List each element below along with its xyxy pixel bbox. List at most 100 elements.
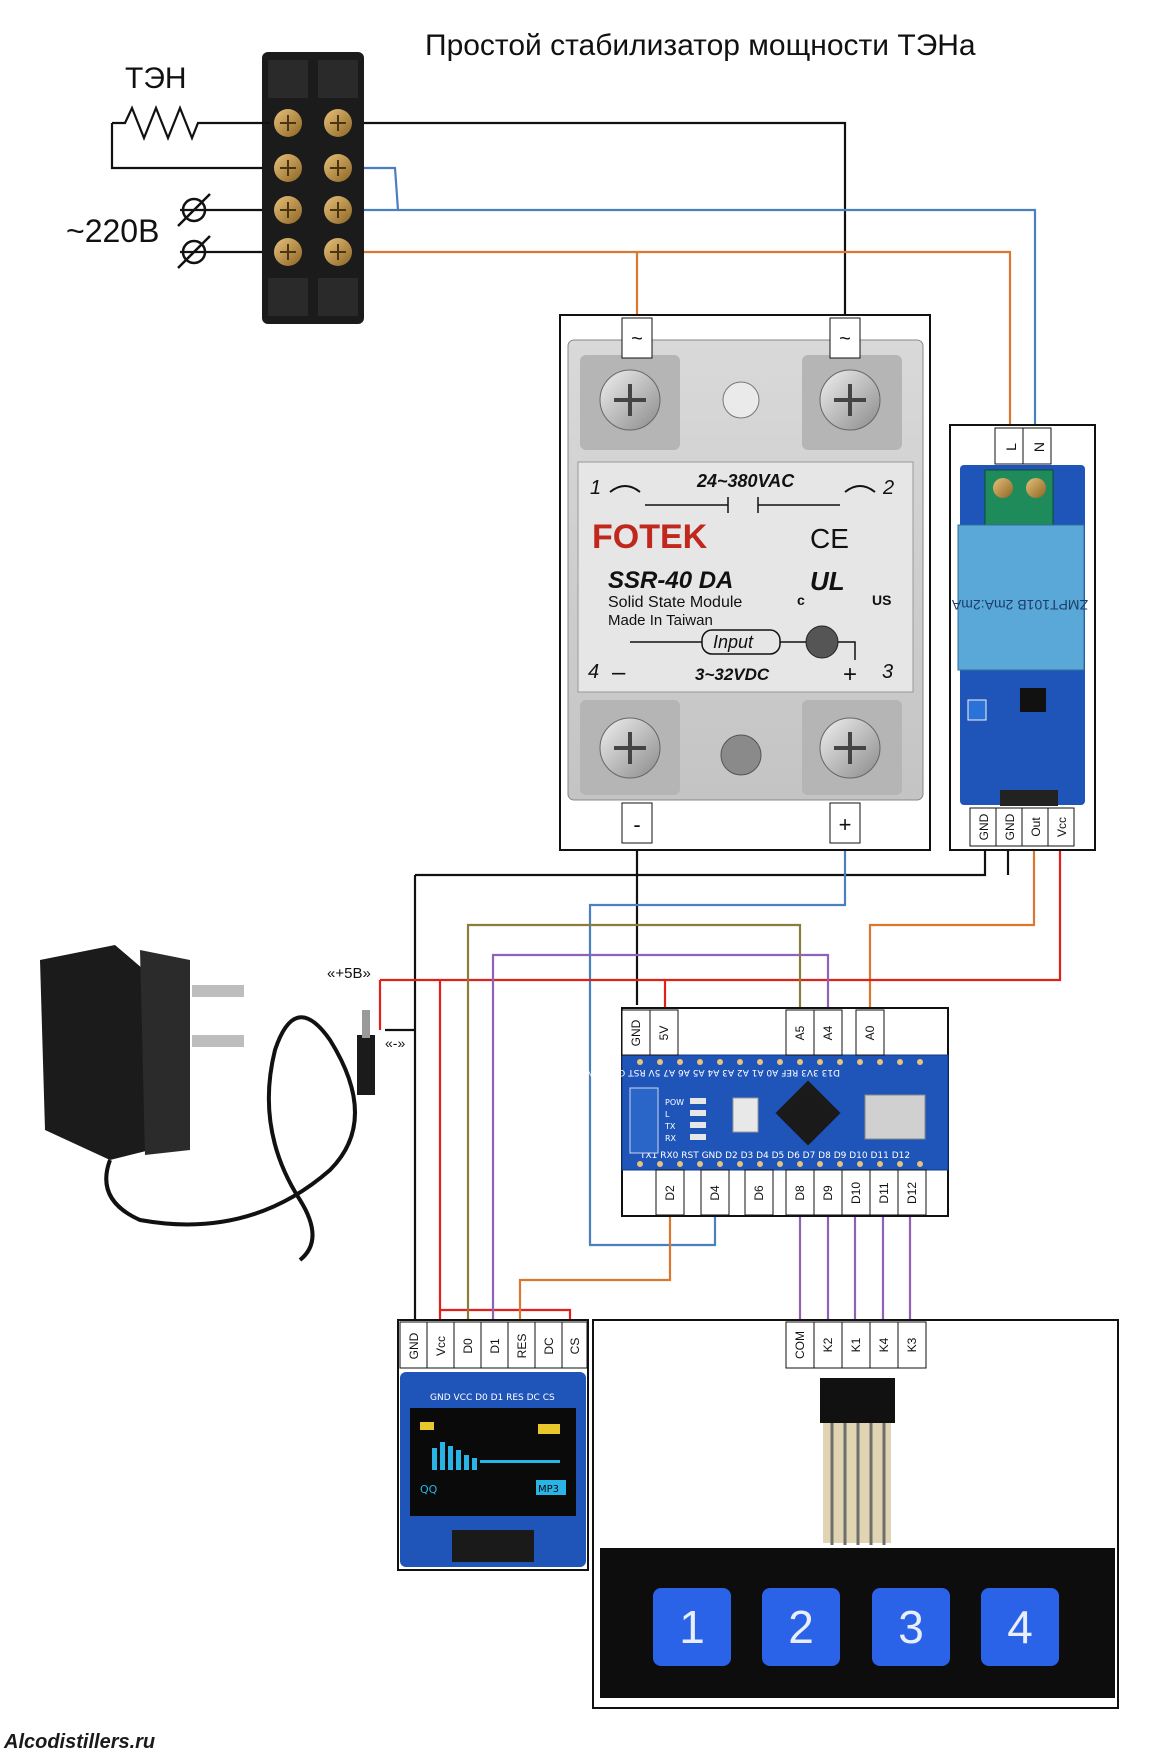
nano-header-pin <box>777 1059 783 1065</box>
nano-header-pin <box>777 1161 783 1167</box>
ssr-terminal-plus: + <box>839 812 852 837</box>
nano-header-pin <box>697 1059 703 1065</box>
heater-label: ТЭН <box>125 62 187 95</box>
watermark: Alcodistillers.ru <box>3 1731 155 1753</box>
key-3 <box>872 1588 950 1666</box>
nano-pin-a4: A4 <box>821 1025 835 1040</box>
nano-pin-gnd: GND <box>629 1019 643 1046</box>
ssr-desc-2: Made In Taiwan <box>608 612 713 629</box>
nano-bottom-pin-labels: D2 D4 D6 D8 D9 D10 D11 D12 <box>655 1169 927 1216</box>
ssr-ce-mark: CE <box>810 523 849 554</box>
ssr-terminal-ac-right: ~ <box>839 328 851 350</box>
nano-header-pins <box>637 1059 923 1167</box>
nano-header-pin <box>797 1161 803 1167</box>
nano-pin-d9: D9 <box>821 1185 835 1201</box>
ssr-plus: + <box>843 661 857 688</box>
sensor-terminal-l: L <box>1003 443 1019 451</box>
ssr-ul-us: US <box>872 592 891 608</box>
nano-pin-d8: D8 <box>793 1185 807 1201</box>
mains-label: ~220В <box>66 213 159 249</box>
power-adapter: «+5В» «-» <box>40 945 405 1262</box>
oled-screen-qq: QQ <box>420 1483 438 1496</box>
nano-pin-a0: A0 <box>863 1025 877 1040</box>
oled-pin-res: RES <box>515 1334 529 1359</box>
oled-pin-dc: DC <box>542 1337 556 1355</box>
solid-state-relay: ~ ~ - + 1 2 24~380VAC FOTEK CE SSR-40 DA… <box>559 314 931 851</box>
nano-header-pin <box>917 1161 923 1167</box>
nano-header-pin <box>637 1059 643 1065</box>
nano-pin-d2: D2 <box>663 1185 677 1201</box>
nano-header-pin <box>757 1161 763 1167</box>
nano-header-pin <box>717 1161 723 1167</box>
nano-header-pin <box>677 1059 683 1065</box>
adapter-plus-label: «+5В» <box>327 965 371 982</box>
adapter-minus-label: «-» <box>385 1035 405 1051</box>
keypad-pin-k3: K3 <box>905 1337 919 1352</box>
nano-led-rx: RX <box>665 1134 677 1143</box>
nano-led-tx: TX <box>664 1122 676 1131</box>
nano-silk-top: D13 3V3 REF A0 A1 A2 A3 A4 A5 A6 A7 5V R… <box>586 1067 840 1077</box>
oled-display: GND Vcc D0 D1 RES DC CS GND VCC D0 D1 RE… <box>397 1319 589 1571</box>
ssr-pin2: 2 <box>882 477 894 499</box>
sensor-pin-gnd-2: GND <box>1003 813 1017 840</box>
ssr-input-label: Input <box>713 632 754 652</box>
ssr-terminal-ac-left: ~ <box>631 328 643 350</box>
voltage-sensor-module: ZMPT101B 2mA:2mA L N GND GND Out Vcc <box>949 424 1096 851</box>
wires <box>110 121 1062 1330</box>
nano-pin-d10: D10 <box>849 1182 863 1204</box>
arduino-nano: D13 3V3 REF A0 A1 A2 A3 A4 A5 A6 A7 5V R… <box>586 1007 949 1217</box>
oled-pin-gnd: GND <box>407 1332 421 1359</box>
keypad-pin-k2: K2 <box>821 1337 835 1352</box>
page-title: Простой стабилизатор мощности ТЭНа <box>425 29 976 62</box>
ssr-dc-rating: 3~32VDC <box>695 665 770 684</box>
nano-header-pin <box>737 1161 743 1167</box>
nano-header-pin <box>657 1161 663 1167</box>
ssr-ac-rating: 24~380VAC <box>696 471 795 491</box>
nano-header-pin <box>737 1059 743 1065</box>
nano-header-pin <box>877 1059 883 1065</box>
nano-header-pin <box>837 1059 843 1065</box>
mains-plug-icon <box>177 193 211 269</box>
nano-header-pin <box>817 1161 823 1167</box>
nano-header-pin <box>717 1059 723 1065</box>
keypad-pin-k4: K4 <box>877 1337 891 1352</box>
oled-screen-tag: MP3 <box>538 1484 559 1495</box>
key-1 <box>653 1588 731 1666</box>
nano-header-pin <box>897 1161 903 1167</box>
ssr-ul-c: c <box>797 592 805 608</box>
key-4 <box>981 1588 1059 1666</box>
oled-pin-labels: GND Vcc D0 D1 RES DC CS <box>399 1321 588 1369</box>
oled-pin-d1: D1 <box>488 1338 502 1354</box>
nano-pin-d4: D4 <box>708 1185 722 1201</box>
ssr-pin3: 3 <box>882 661 893 683</box>
nano-header-pin <box>857 1161 863 1167</box>
nano-header-pin <box>897 1059 903 1065</box>
membrane-keypad: COM K2 K1 K4 K3 1 2 3 4 <box>592 1319 1119 1709</box>
oled-pin-cs: CS <box>568 1338 582 1355</box>
sensor-pin-vcc: Vcc <box>1055 817 1069 837</box>
key-2 <box>762 1588 840 1666</box>
nano-pin-d11: D11 <box>877 1182 891 1203</box>
nano-header-pin <box>637 1161 643 1167</box>
nano-header-pin <box>917 1059 923 1065</box>
key-1-label: 1 <box>679 1601 705 1653</box>
nano-led-labels: POW L TX RX <box>664 1098 706 1143</box>
ssr-minus: – <box>612 659 626 686</box>
sensor-pin-gnd-1: GND <box>977 813 991 840</box>
ssr-pin4: 4 <box>588 661 599 683</box>
ssr-model: SSR-40 DA <box>608 567 733 594</box>
nano-header-pin <box>757 1059 763 1065</box>
screw-terminal-block <box>262 52 364 324</box>
key-2-label: 2 <box>788 1601 814 1653</box>
nano-header-pin <box>697 1161 703 1167</box>
sensor-terminal-n: N <box>1031 442 1047 452</box>
nano-led-l: L <box>665 1110 670 1119</box>
nano-pin-5v: 5V <box>657 1026 671 1041</box>
ssr-ul-mark: UL <box>810 566 845 596</box>
mains-input: ~220В <box>66 193 211 269</box>
keypad-pin-k1: K1 <box>849 1337 863 1352</box>
nano-silk-bottom: TX1 RX0 RST GND D2 D3 D4 D5 D6 D7 D8 D9 … <box>639 1151 910 1161</box>
nano-top-pin-labels: GND 5V A5 A4 A0 <box>621 1009 885 1056</box>
nano-header-pin <box>657 1059 663 1065</box>
